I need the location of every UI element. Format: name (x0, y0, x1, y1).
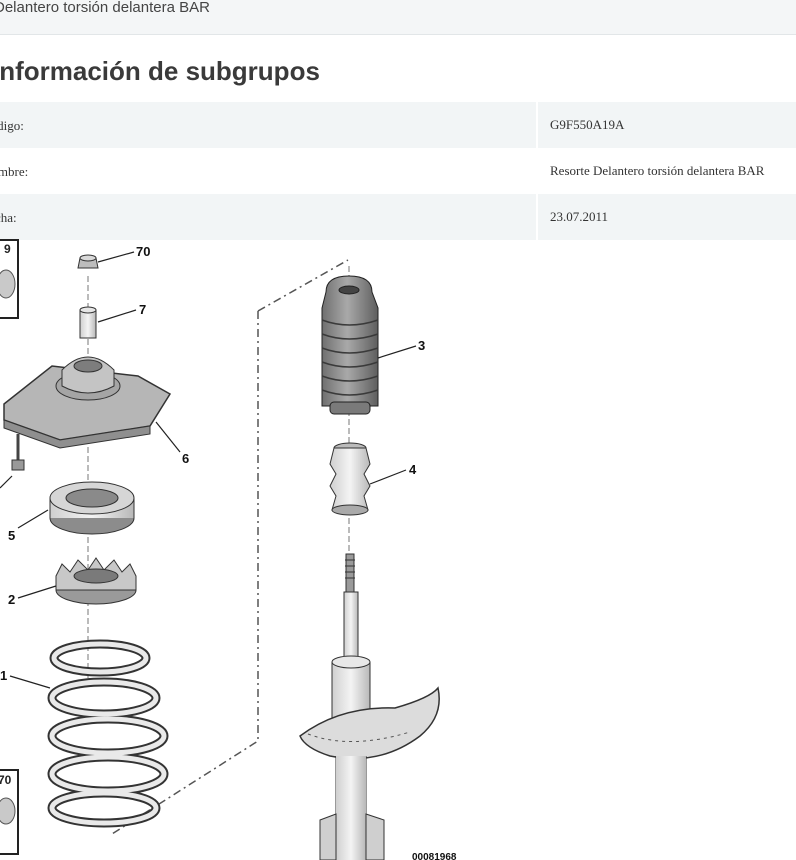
row-value: G9F550A19A (536, 102, 796, 148)
nut-part (77, 254, 99, 269)
part-label: 5 (8, 528, 15, 543)
frame-line (111, 311, 259, 835)
exploded-parts-diagram: 9 70 (0, 239, 457, 860)
part-label: 4 (409, 462, 417, 477)
part-label: 2 (8, 592, 15, 607)
bearing-part (49, 481, 135, 535)
shock-absorber-part (299, 553, 440, 860)
part-label: 6 (182, 451, 189, 466)
page-title: Información de subgrupos (0, 56, 320, 86)
row-value: 23.07.2011 (536, 194, 796, 240)
row-label: Nombre: (0, 164, 29, 179)
bolt-part (11, 434, 25, 471)
table-row: Fecha: 23.07.2011 (0, 194, 796, 240)
table-row: Código: G9F550A19A (0, 102, 796, 148)
part-label: 7 (139, 302, 146, 317)
inset-box-9: 9 (0, 239, 19, 319)
table-row: Nombre: Resorte Delantero torsión delant… (0, 148, 796, 194)
breadcrumb[interactable]: Delantero torsión delantera BAR (0, 0, 210, 16)
coil-spring-part (47, 639, 169, 828)
spring-seat-part (55, 557, 137, 605)
dust-boot-part (321, 275, 379, 415)
leader-lines (0, 251, 417, 689)
bump-stop-part (329, 442, 371, 516)
diagram-reference: 00081968 (412, 852, 457, 860)
subgroup-info-table: Código: G9F550A19A Nombre: Resorte Delan… (0, 102, 796, 240)
part-label: 1 (0, 668, 7, 683)
breadcrumb-bar: Delantero torsión delantera BAR (0, 0, 796, 35)
row-value: Resorte Delantero torsión delantera BAR (536, 148, 796, 194)
spacer-part (79, 306, 97, 339)
inset-label: 70 (0, 773, 12, 787)
inset-label: 9 (4, 242, 11, 256)
part-label: 70 (136, 244, 150, 259)
row-label: Código: (0, 118, 24, 133)
row-label: Fecha: (0, 210, 17, 225)
part-label: 3 (418, 338, 425, 353)
inset-box-70: 70 (0, 769, 19, 855)
top-mount-part (3, 356, 172, 449)
